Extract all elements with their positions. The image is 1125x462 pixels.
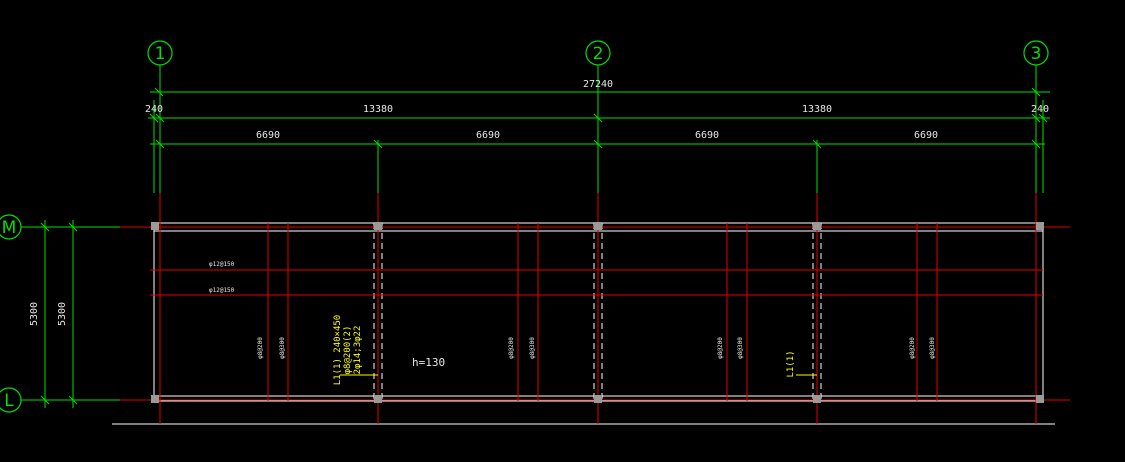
dim-row2-b: 13380 [363,104,393,115]
rebar-bay3-a: φ8@200 [717,337,724,359]
slab-outline[interactable] [112,222,1055,425]
dimension-row-3 [150,139,1045,149]
axis-bubble-2[interactable]: 2 [585,40,611,66]
beam-callout-line3: 2φ14;3φ22 [353,326,363,375]
axis-bubble-M[interactable]: M [0,214,22,240]
rebar-bay3-b: φ8@300 [737,337,744,359]
rebar-bay1-a: φ8@200 [257,337,264,359]
slab-rebar-top-label: φ12@150 [209,261,235,268]
beam-callout-line2: φ8@200(2) [343,326,353,375]
dim-left-b: 5300 [57,302,68,326]
dimension-row-2 [148,113,1050,123]
dimension-left [40,220,78,408]
axis-label-2: 2 [593,44,604,64]
dim-row3-b: 6690 [476,130,500,141]
axis-label-L: L [4,391,14,411]
dim-row2-a: 240 [145,104,163,115]
beam-tag[interactable]: L1(1) [786,350,817,378]
dim-row3-a: 6690 [256,130,280,141]
dim-row3-d: 6690 [914,130,938,141]
vertical-rebar-labels: φ8@200 φ8@300 φ8@200 φ8@300 φ8@200 φ8@30… [257,337,936,359]
dim-total: 27240 [583,79,613,90]
rebar-bay2-a: φ8@200 [508,337,515,359]
rebar-bay2-b: φ8@300 [529,337,536,359]
beam-callout-line1: L1(1) 240×450 [333,315,343,385]
axis-bubble-1[interactable]: 1 [147,40,173,66]
axis-bubble-3[interactable]: 3 [1023,40,1049,66]
rebar-bay1-b: φ8@300 [279,337,286,359]
dim-row2-c: 13380 [802,104,832,115]
beam-tag-label: L1(1) [786,350,796,377]
rebar-bay4-b: φ8@300 [929,337,936,359]
axis-bubble-L[interactable]: L [0,387,22,413]
beam-callout[interactable]: L1(1) 240×450 φ8@200(2) 2φ14;3φ22 [333,315,378,385]
axis-label-M: M [2,218,17,238]
axis-label-3: 3 [1031,44,1042,64]
dim-left-a: 5300 [29,302,40,326]
axis-label-1: 1 [155,44,166,64]
slab-thickness-label: h=130 [412,356,445,369]
column-markers [151,222,1044,403]
dim-row2-d: 240 [1031,104,1049,115]
dim-row3-c: 6690 [695,130,719,141]
slab-rebar-mid-label: φ12@150 [209,287,235,294]
axis-leaders [21,65,1044,401]
dimension-row-total [150,87,1050,97]
rebar-bay4-a: φ8@200 [909,337,916,359]
